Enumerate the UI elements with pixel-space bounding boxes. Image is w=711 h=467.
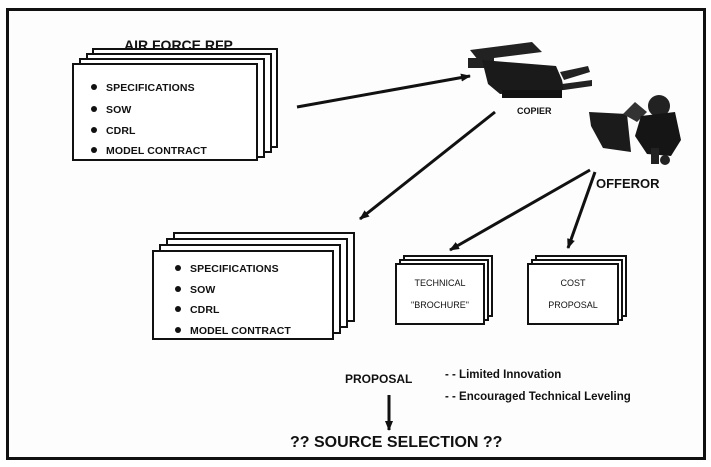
bullet-icon: [175, 286, 181, 293]
arrow-copier-to-proposal: [359, 110, 496, 221]
proposal-item: MODEL CONTRACT: [175, 325, 291, 337]
proposal-sheet-front: [152, 250, 334, 340]
rfp-item-label: SOW: [106, 104, 132, 116]
proposal-item-label: CDRL: [190, 304, 220, 316]
rfp-sheet-front: [72, 63, 258, 161]
arrow-offeror-to-technical: [449, 168, 591, 252]
note-technical-leveling: - - Encouraged Technical Leveling: [445, 391, 631, 403]
rfp-item-label: MODEL CONTRACT: [106, 145, 207, 157]
proposal-item-label: MODEL CONTRACT: [190, 325, 291, 337]
note-limited-innovation: - - Limited Innovation: [445, 369, 562, 381]
offeror-label: OFFEROR: [596, 176, 660, 191]
bullet-icon: [175, 306, 181, 313]
cost-sheet-front: [527, 263, 619, 325]
arrow-offeror-to-cost: [566, 171, 597, 249]
rfp-item-label: SPECIFICATIONS: [106, 82, 195, 94]
proposal-item-label: SPECIFICATIONS: [190, 263, 279, 275]
bullet-icon: [91, 127, 97, 134]
rfp-item: MODEL CONTRACT: [91, 145, 207, 157]
technical-sheet-front: [395, 263, 485, 325]
rfp-item: SPECIFICATIONS: [91, 82, 195, 94]
proposal-item-label: SOW: [190, 284, 216, 296]
copier-label: COPIER: [517, 106, 552, 116]
copier-icon: [468, 42, 592, 98]
proposal-document-stack: SPECIFICATIONS SOW CDRL MODEL CONTRACT: [152, 232, 362, 344]
cost-proposal-stack: COST PROPOSAL: [527, 255, 631, 327]
technical-line-2: "BROCHURE": [411, 300, 469, 310]
proposal-item: SPECIFICATIONS: [175, 263, 279, 275]
rfp-item: SOW: [91, 104, 131, 116]
bullet-icon: [91, 84, 97, 91]
source-selection-label: ?? SOURCE SELECTION ??: [290, 434, 503, 451]
bullet-icon: [175, 265, 181, 272]
bullet-icon: [91, 147, 97, 154]
rfp-item-label: CDRL: [106, 125, 136, 137]
technical-brochure-stack: TECHNICAL "BROCHURE": [395, 255, 497, 327]
proposal-label: PROPOSAL: [345, 372, 413, 386]
proposal-item: CDRL: [175, 304, 220, 316]
offeror-icon: [589, 95, 681, 165]
arrow-rfp-to-copier: [296, 73, 471, 109]
bullet-icon: [91, 106, 97, 113]
rfp-document-stack: SPECIFICATIONS SOW CDRL MODEL CONTRACT: [72, 48, 282, 163]
cost-line-1: COST: [560, 278, 586, 288]
proposal-item: SOW: [175, 284, 215, 296]
technical-line-1: TECHNICAL: [414, 278, 466, 288]
rfp-item: CDRL: [91, 125, 136, 137]
bullet-icon: [175, 327, 181, 334]
cost-line-2: PROPOSAL: [548, 300, 598, 310]
